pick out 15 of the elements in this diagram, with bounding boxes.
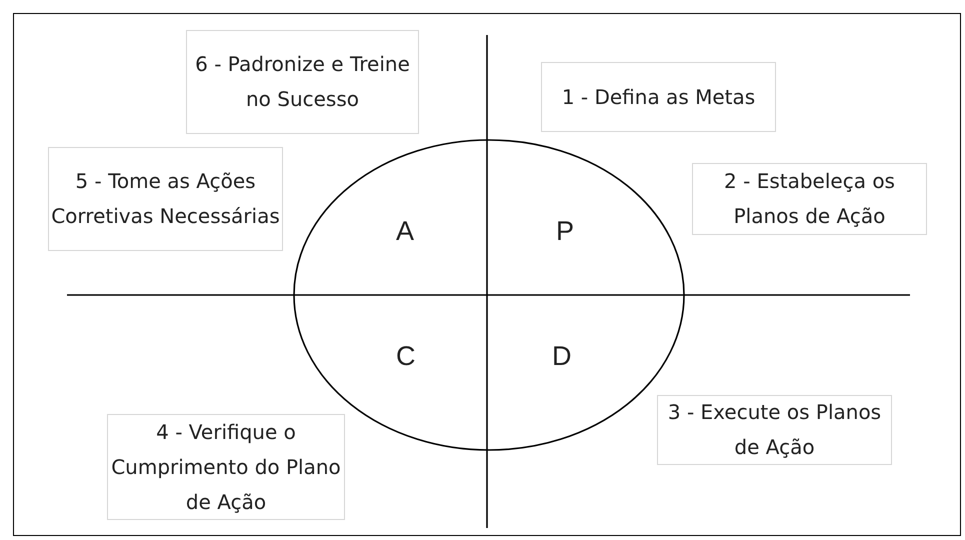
step-text: 3 - Execute os Planos de Ação	[666, 399, 882, 461]
step-text: 5 - Tome as Ações Corretivas Necessárias	[50, 168, 281, 230]
step-box	[186, 30, 419, 134]
step-box	[48, 147, 283, 251]
quadrant-letter: P	[556, 216, 574, 247]
step-text: 6 - Padronize e Treine no Sucesso	[194, 51, 411, 113]
step-text: 4 - Verifique o Cumprimento do Plano de Ação	[110, 418, 342, 516]
step-box	[657, 395, 892, 465]
step-text: 1 - Defina as Metas	[562, 84, 756, 110]
step-box	[541, 62, 776, 132]
quadrant-letter: C	[396, 341, 416, 372]
quadrant-letter: D	[552, 341, 572, 372]
quadrant-letter: A	[396, 216, 414, 247]
step-box	[692, 163, 927, 235]
step-text: 2 - Estabeleça os Planos de Ação	[723, 168, 896, 230]
